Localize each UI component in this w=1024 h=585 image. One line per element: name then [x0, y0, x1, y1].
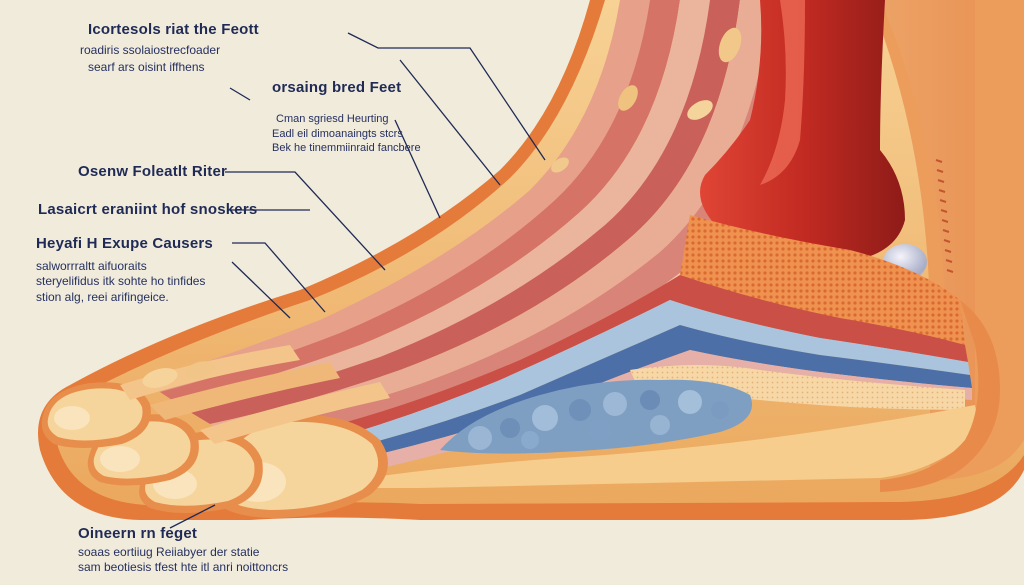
label-bottom: Oineern rn feget soaas eortiiug Reiiabye…: [78, 526, 288, 574]
label-bottom-line-2: sam beotiesis tfest hte itl anri noitton…: [78, 560, 289, 575]
fat-layer: [630, 365, 965, 410]
label-bottom-title: Oineern rn feget: [78, 525, 198, 542]
label-left-2-title: Lasaicrt eraniint hof snoskers: [38, 201, 258, 218]
label-bottom-line-1: soaas eortiiug Reiiabyer der statie: [78, 544, 260, 559]
label-left-3: Heyafi H Exupe Causers salworrraltt aifu…: [36, 236, 213, 304]
label-mid-note-line-1: Cman sgriesd Heurting: [276, 113, 389, 125]
heel-hatch-marks: [935, 159, 954, 273]
label-top-left-line-2: searf ars oisint iffhens: [88, 60, 205, 75]
label-mid-note: Cman sgriesd Heurting Eadl eil dimoanain…: [272, 113, 421, 155]
tibia-highlight: [760, 0, 805, 185]
label-top-left-title: Icortesols riat the Feott: [88, 21, 259, 38]
label-left-2: Lasaicrt eraniint hof snoskers: [38, 202, 257, 218]
label-upper-mid: orsaing bred Feet: [272, 80, 401, 96]
label-left-3-title: Heyafi H Exupe Causers: [36, 235, 213, 252]
toes: [41, 345, 390, 518]
label-mid-note-line-3: Bek he tinemmiinraid fancbere: [272, 142, 421, 155]
tibia-bone: [700, 0, 905, 263]
label-left-3-line-1: salworrraltt aifuoraits: [36, 258, 147, 273]
label-top-left-line-1: roadiris ssolaiostrecfoader: [80, 42, 221, 57]
heel-tissue: [680, 215, 965, 345]
plantar-fat-pad: [440, 379, 752, 454]
sole-inner-band: [300, 405, 980, 488]
label-left-3-line-2: steryelifidus itk sohte ho tinfides: [36, 274, 206, 289]
label-left-3-line-3: stion alg, reei arifingeice.: [36, 289, 169, 304]
label-mid-note-line-2: Eadl eil dimoanaingts stcrs: [272, 127, 403, 140]
leader-lines: [169, 32, 546, 529]
label-left-1-title: Osenw Foleatlt Riter: [78, 163, 228, 180]
label-top-left: Icortesols riat the Feott roadiris ssola…: [80, 21, 259, 75]
label-upper-mid-title: orsaing bred Feet: [272, 79, 402, 96]
shin-layer-inner: [660, 0, 975, 470]
heel-curve: [880, 300, 1000, 492]
label-left-1: Osenw Foleatlt Riter: [78, 164, 227, 180]
